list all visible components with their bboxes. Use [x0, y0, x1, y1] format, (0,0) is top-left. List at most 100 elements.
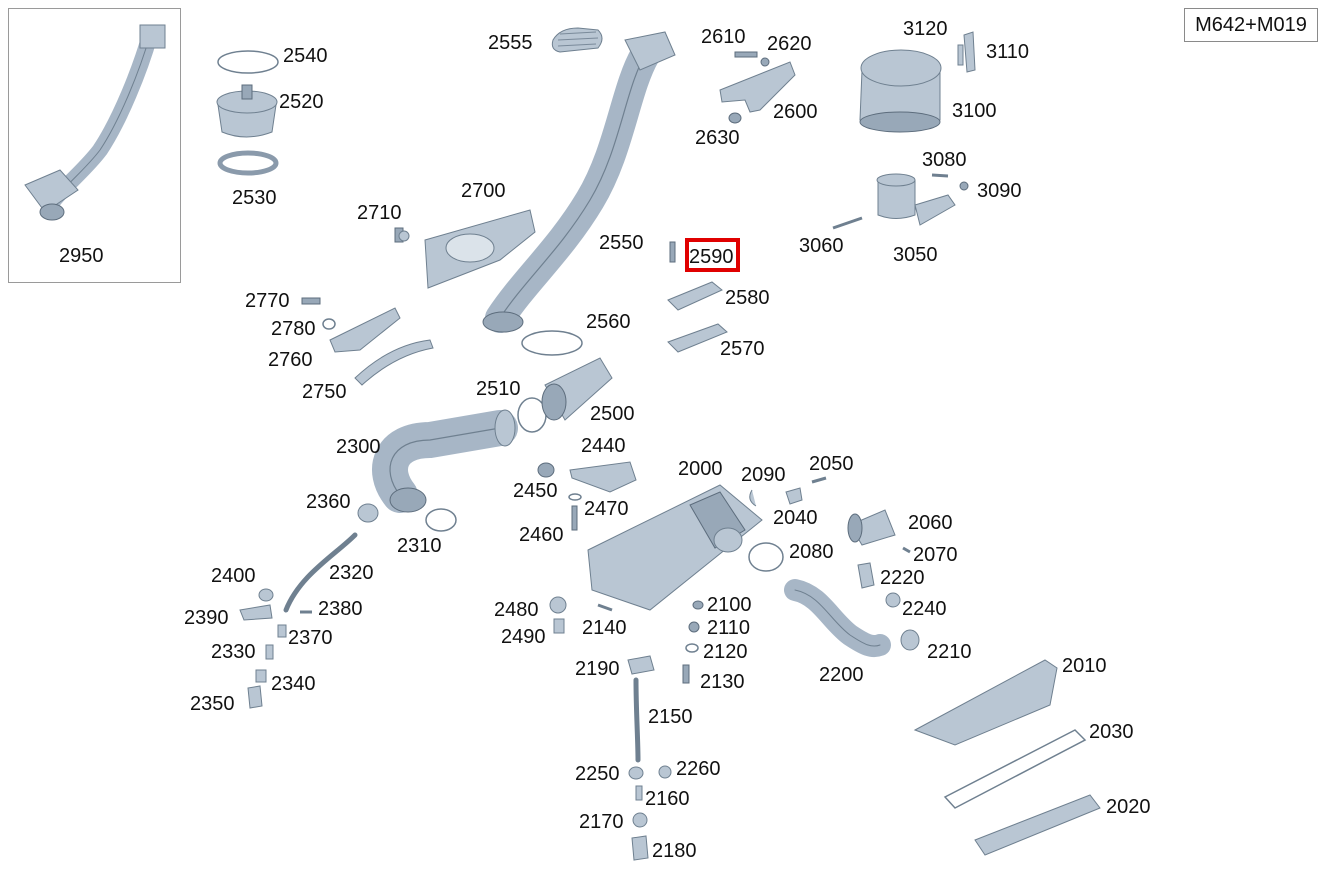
label-2530[interactable]: 2530	[232, 187, 277, 209]
label-2440[interactable]: 2440	[581, 435, 626, 457]
label-2090[interactable]: 2090	[741, 464, 786, 486]
label-2310[interactable]: 2310	[397, 535, 442, 557]
part-2530-ring	[217, 150, 279, 176]
label-2490[interactable]: 2490	[501, 626, 546, 648]
label-2110[interactable]: 2110	[707, 617, 750, 639]
label-2170[interactable]: 2170	[579, 811, 624, 833]
label-2140[interactable]: 2140	[582, 617, 627, 639]
label-2510[interactable]: 2510	[476, 378, 521, 400]
label-2180[interactable]: 2180	[652, 840, 697, 862]
label-3110[interactable]: 3110	[986, 41, 1029, 63]
label-2360[interactable]: 2360	[306, 491, 351, 513]
label-3090[interactable]: 3090	[977, 180, 1022, 202]
label-2630[interactable]: 2630	[695, 127, 740, 149]
label-2030[interactable]: 2030	[1089, 721, 1134, 743]
label-2570[interactable]: 2570	[720, 338, 765, 360]
label-2950[interactable]: 2950	[59, 245, 104, 267]
label-2330[interactable]: 2330	[211, 641, 256, 663]
label-2380[interactable]: 2380	[318, 598, 363, 620]
part-2200-hose	[784, 579, 891, 658]
part-2210-sleeve	[900, 629, 920, 651]
label-2555[interactable]: 2555	[488, 32, 533, 54]
part-2320-pipe	[283, 532, 358, 613]
label-3080[interactable]: 3080	[922, 149, 967, 171]
label-2370[interactable]: 2370	[288, 627, 333, 649]
label-2780[interactable]: 2780	[271, 318, 316, 340]
label-3100[interactable]: 3100	[952, 100, 997, 122]
label-2000[interactable]: 2000	[678, 458, 723, 480]
label-2210[interactable]: 2210	[927, 641, 972, 663]
part-2260-clamp	[658, 765, 672, 779]
inset-frame	[8, 8, 181, 283]
part-2580-pad	[667, 281, 723, 311]
label-2770[interactable]: 2770	[245, 290, 290, 312]
label-2060[interactable]: 2060	[908, 512, 953, 534]
label-2240[interactable]: 2240	[902, 598, 947, 620]
label-2340[interactable]: 2340	[271, 673, 316, 695]
label-2260[interactable]: 2260	[676, 758, 721, 780]
part-2070-screw	[902, 546, 911, 554]
part-2130-bolt	[682, 664, 690, 684]
part-2450-grommet	[537, 462, 555, 478]
label-2600[interactable]: 2600	[773, 101, 818, 123]
label-2300[interactable]: 2300	[336, 436, 381, 458]
label-2470[interactable]: 2470	[584, 498, 629, 520]
part-2080-ring	[748, 542, 784, 572]
label-2540[interactable]: 2540	[283, 45, 328, 67]
label-2500[interactable]: 2500	[590, 403, 635, 425]
label-2050[interactable]: 2050	[809, 453, 854, 475]
label-3120[interactable]: 3120	[903, 18, 948, 40]
label-2040[interactable]: 2040	[773, 507, 818, 529]
part-2750-holder	[354, 339, 434, 386]
label-2760[interactable]: 2760	[268, 349, 313, 371]
label-2160[interactable]: 2160	[645, 788, 690, 810]
part-2010-cover	[913, 659, 1058, 746]
part-3110-clip	[957, 31, 976, 73]
label-2320[interactable]: 2320	[329, 562, 374, 584]
part-2770-bolt	[301, 297, 321, 305]
part-2140-screw	[597, 603, 613, 612]
part-3090-washer	[959, 181, 969, 191]
label-2520[interactable]: 2520	[279, 91, 324, 113]
label-2150[interactable]: 2150	[648, 706, 693, 728]
label-2080[interactable]: 2080	[789, 541, 834, 563]
label-2450[interactable]: 2450	[513, 480, 558, 502]
part-2020-filter-element	[974, 794, 1101, 856]
label-2390[interactable]: 2390	[184, 607, 229, 629]
part-2555-grille	[551, 27, 603, 53]
label-2610[interactable]: 2610	[701, 26, 746, 48]
part-2500-pipe	[541, 357, 613, 421]
label-2130[interactable]: 2130	[700, 671, 745, 693]
part-3080-bolt	[931, 173, 949, 178]
label-2560[interactable]: 2560	[586, 311, 631, 333]
label-2460[interactable]: 2460	[519, 524, 564, 546]
label-2350[interactable]: 2350	[190, 693, 235, 715]
label-2400[interactable]: 2400	[211, 565, 256, 587]
label-2590[interactable]: 2590	[689, 246, 734, 268]
label-3060[interactable]: 3060	[799, 235, 844, 257]
label-3050[interactable]: 3050	[893, 244, 938, 266]
label-2120[interactable]: 2120	[703, 641, 748, 663]
label-2020[interactable]: 2020	[1106, 796, 1151, 818]
label-2010[interactable]: 2010	[1062, 655, 1107, 677]
label-2220[interactable]: 2220	[880, 567, 925, 589]
label-2550[interactable]: 2550	[599, 232, 644, 254]
part-2490-bushing	[553, 618, 565, 634]
label-2750[interactable]: 2750	[302, 381, 347, 403]
part-2360-sleeve	[357, 503, 379, 523]
label-2190[interactable]: 2190	[575, 658, 620, 680]
part-2550-bolt	[669, 241, 676, 263]
label-2700[interactable]: 2700	[461, 180, 506, 202]
highlight-box	[685, 238, 740, 272]
label-2710[interactable]: 2710	[357, 202, 402, 224]
label-2620[interactable]: 2620	[767, 33, 812, 55]
label-2100[interactable]: 2100	[707, 594, 752, 616]
label-2250[interactable]: 2250	[575, 763, 620, 785]
label-2070[interactable]: 2070	[913, 544, 958, 566]
part-2110-seal	[688, 621, 700, 633]
label-2580[interactable]: 2580	[725, 287, 770, 309]
part-2400-nut	[258, 588, 274, 602]
label-2480[interactable]: 2480	[494, 599, 539, 621]
label-2200[interactable]: 2200	[819, 664, 864, 686]
